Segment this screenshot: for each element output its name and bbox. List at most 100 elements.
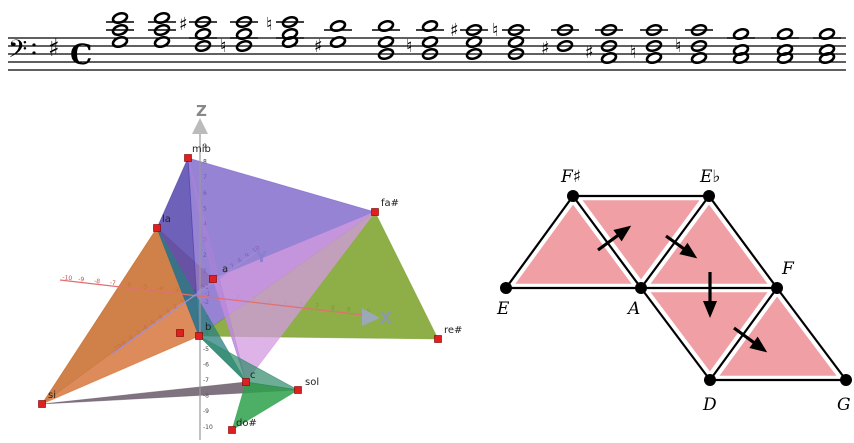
sharp-icon: ♯ — [179, 14, 188, 35]
notehead — [377, 35, 395, 49]
notehead — [556, 39, 574, 53]
vertex-label-re-sharp: re# — [444, 325, 462, 336]
tonnetz-node-g — [840, 374, 852, 386]
notehead — [153, 23, 171, 37]
notehead — [153, 11, 171, 25]
clef-dot — [32, 43, 36, 47]
x-tick: -8 — [94, 278, 101, 286]
vertex-label-c: c — [250, 370, 256, 381]
notehead — [507, 23, 525, 37]
notehead — [421, 35, 439, 49]
notehead — [600, 39, 618, 53]
chord-14: ♮ — [675, 23, 713, 65]
notehead — [194, 39, 212, 53]
y-axis — [111, 251, 257, 355]
tonnetz-node-fs — [567, 190, 579, 202]
chord-11: ♯ — [541, 23, 579, 59]
vertex-la — [153, 224, 161, 232]
node-label-f-sharp: F♯ — [560, 167, 581, 187]
notehead — [194, 27, 212, 41]
notehead — [235, 39, 253, 53]
face-green-dark — [198, 335, 299, 391]
notehead — [465, 47, 483, 61]
notehead — [600, 23, 618, 37]
notehead — [556, 23, 574, 37]
vertex-label-mib: mib — [192, 144, 211, 155]
x-tick: -7 — [109, 279, 116, 287]
chord-16 — [771, 27, 799, 65]
natural-icon: ♮ — [406, 36, 412, 57]
z-axis-arrow-icon — [192, 118, 208, 134]
chord-sequence: ♯♮♮♯♮♯♮♯♯♮♮ — [106, 11, 841, 65]
tonnetz-edge — [776, 287, 847, 381]
tonnetz-triangle-4 — [650, 292, 768, 372]
notehead — [421, 47, 439, 61]
z-tick: -8 — [203, 393, 209, 400]
clef-dot — [32, 51, 36, 55]
vertex-fa — [371, 208, 379, 216]
notehead — [235, 15, 253, 29]
x-axis-label: X — [380, 309, 392, 327]
chord-3: ♯ — [179, 14, 217, 53]
chord-8: ♮ — [406, 19, 444, 61]
tonnetz-node-a — [635, 282, 647, 294]
z-tick: -5 — [203, 346, 209, 353]
vertex-label-b: b — [205, 322, 211, 333]
notehead — [776, 51, 794, 65]
tonnetz-nodes — [500, 190, 852, 386]
notehead — [507, 35, 525, 49]
natural-icon: ♮ — [266, 14, 272, 35]
z-tick: -6 — [203, 361, 209, 368]
notehead — [776, 27, 794, 41]
svg-text:𝄢: 𝄢 — [8, 35, 27, 70]
x-tick: -10 — [62, 274, 73, 282]
notehead — [111, 23, 129, 37]
node-label-g: G — [837, 395, 851, 415]
vertex-label-la: la — [162, 214, 171, 225]
vertex-b — [195, 332, 203, 340]
notehead — [732, 51, 750, 65]
notehead — [421, 19, 439, 33]
notehead — [194, 15, 212, 29]
key-signature-sharp: ♯ — [48, 34, 60, 62]
tonnetz-triangle-2 — [582, 200, 700, 280]
node-label-d: D — [702, 395, 717, 415]
chord-7 — [372, 19, 400, 61]
tonnetz-edge — [640, 287, 711, 381]
chord-4: ♮ — [220, 15, 258, 57]
notehead — [111, 35, 129, 49]
notehead — [645, 23, 663, 37]
notehead — [377, 19, 395, 33]
chord-9: ♯ — [450, 20, 488, 61]
notehead — [111, 11, 129, 25]
chord-12: ♯ — [585, 23, 623, 65]
staff-lines — [8, 37, 846, 71]
tonnetz-node-f — [771, 282, 783, 294]
notehead — [465, 23, 483, 37]
natural-icon: ♮ — [220, 36, 226, 57]
polytope-vertex-labels: mib fa# la re# si sol do# a b c — [48, 144, 462, 429]
x-axis — [59, 279, 373, 317]
notehead — [690, 39, 708, 53]
vertex-si — [38, 400, 46, 408]
tonnetz-triangle-1 — [515, 204, 632, 284]
music-staff: 𝄢 ♯ C ♯♮♮♯♮♯♮♯♯♮♮ — [8, 11, 846, 71]
tonnetz-node-e — [500, 282, 512, 294]
vertex-label-do-sharp: do# — [236, 418, 257, 429]
tonnetz-triangles — [515, 200, 837, 376]
natural-icon: ♮ — [492, 20, 498, 41]
vertex-label-si: si — [48, 390, 56, 401]
notehead — [690, 23, 708, 37]
notehead — [818, 51, 836, 65]
vertex-label-a: a — [222, 264, 228, 275]
notehead — [281, 35, 299, 49]
tonnetz-arrows — [597, 225, 768, 353]
chord-5: ♮ — [266, 14, 304, 49]
tonnetz-edge — [505, 195, 574, 289]
notehead — [507, 47, 525, 61]
chord-6: ♯ — [314, 19, 352, 57]
arrow-down-icon-head — [703, 301, 717, 318]
coordinate-axes: Z X Y — [59, 102, 392, 440]
notehead — [600, 51, 618, 65]
chord-17 — [813, 27, 841, 65]
